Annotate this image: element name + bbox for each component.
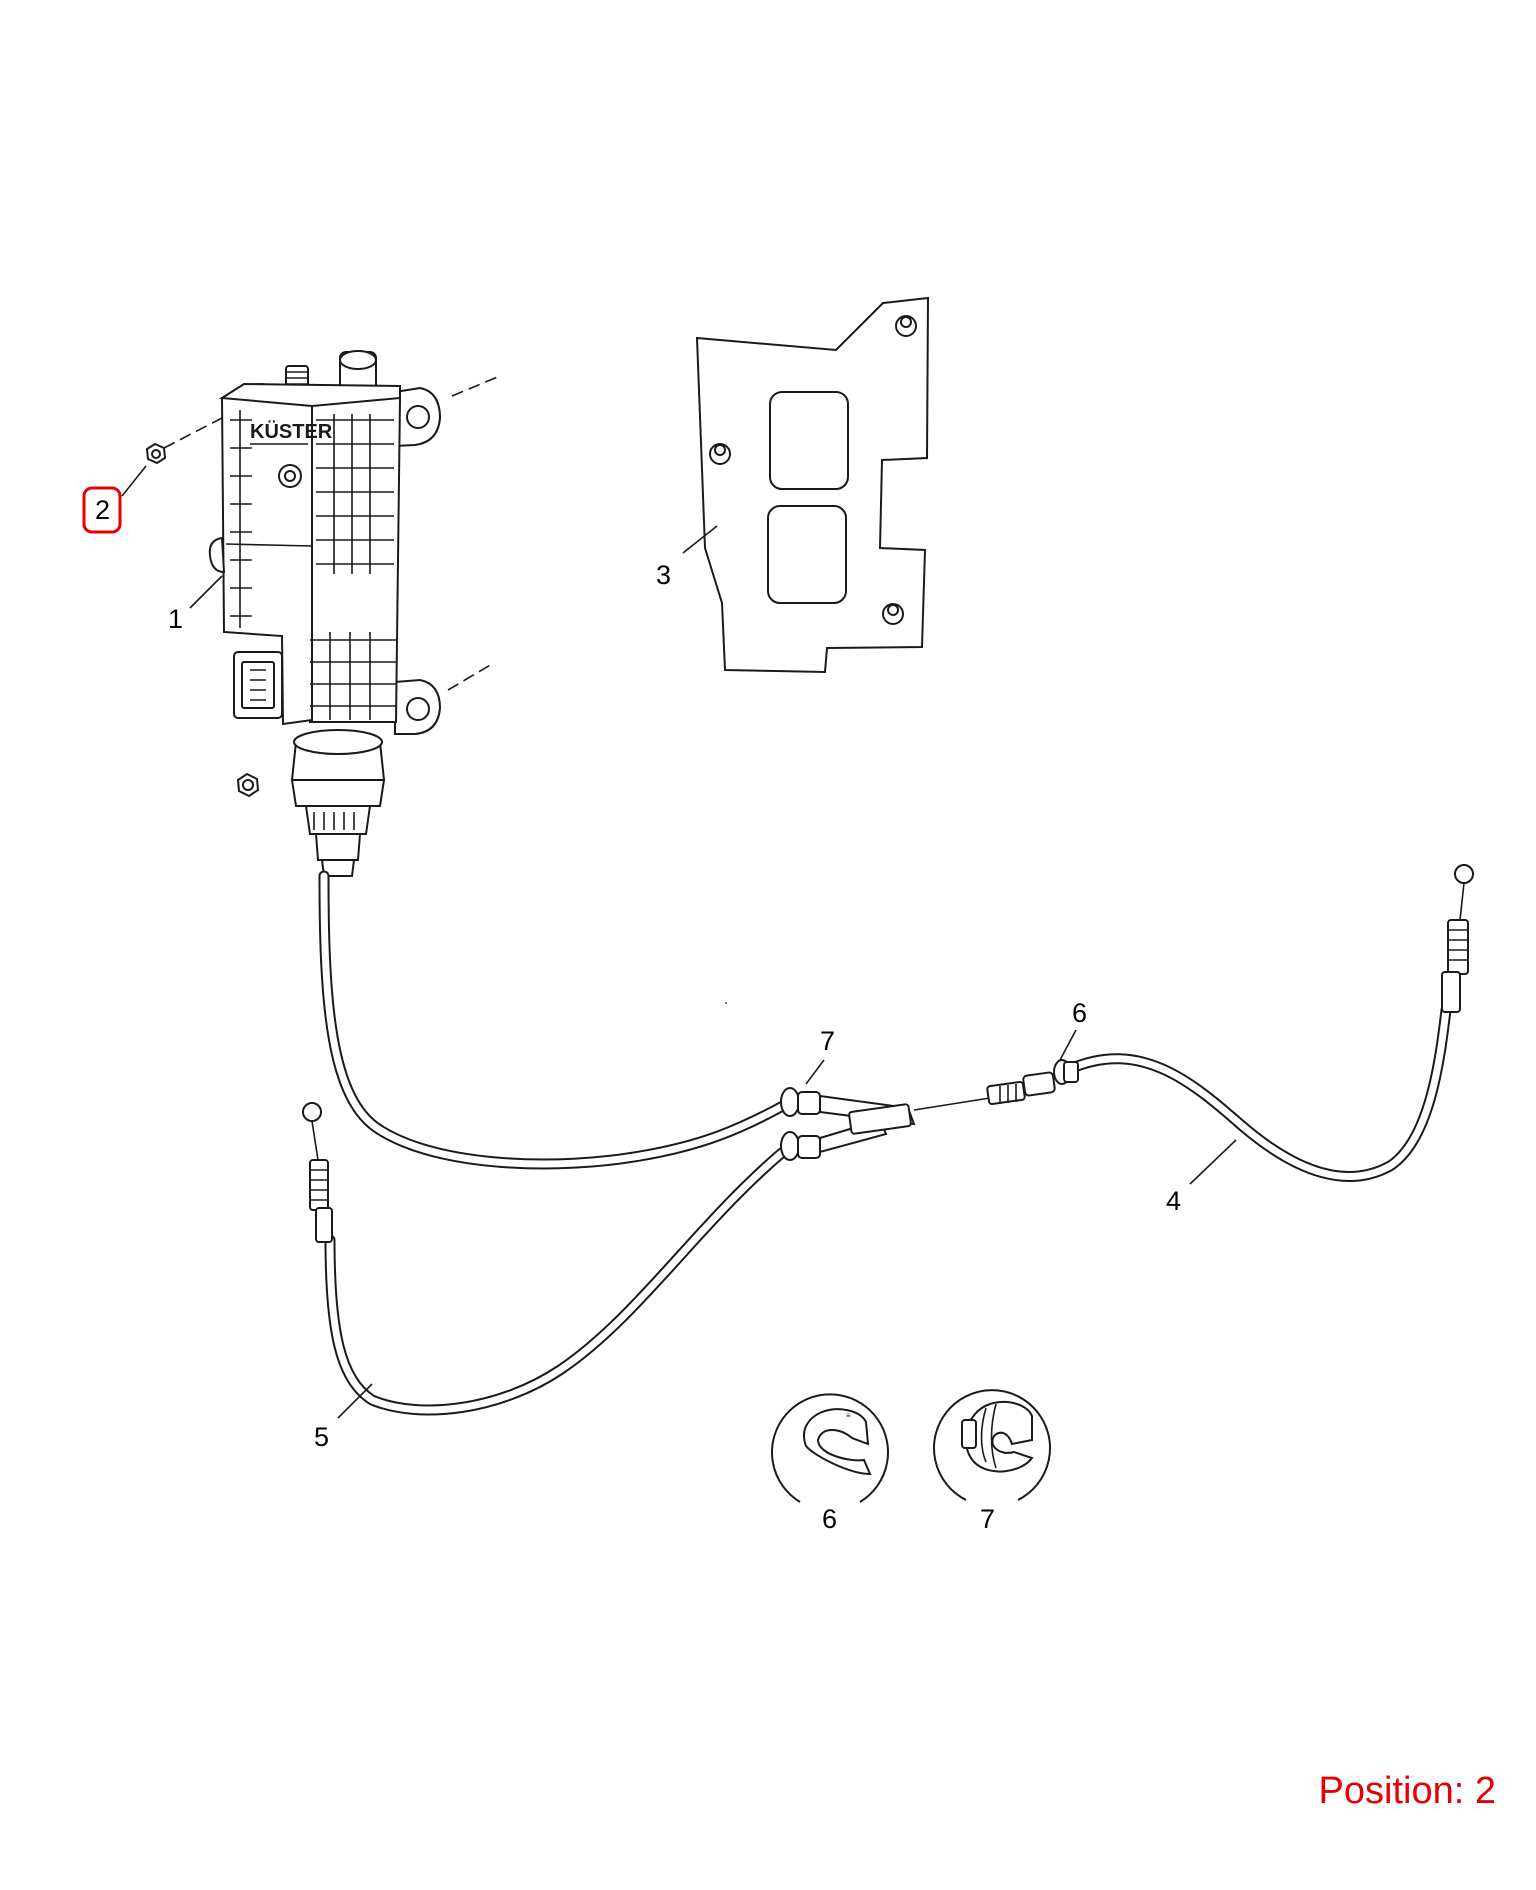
leader-line-2 [121,465,147,497]
callout-4[interactable]: 4 [1166,1186,1181,1216]
callout-2[interactable]: 2 [95,495,110,525]
leader-line-1 [189,575,223,609]
leader-line-5 [337,1383,373,1419]
leader-line-7 [805,1059,825,1085]
leader-line-3 [682,525,718,554]
callout-1[interactable]: 1 [168,604,183,634]
mounting-bracket-icon[interactable] [695,296,930,674]
speck [725,1002,727,1004]
highlight-box-2 [82,486,122,534]
parking-brake-actuator-icon[interactable]: KÜSTER [208,350,442,877]
callout-5[interactable]: 5 [314,1422,329,1452]
position-indicator: Position: 2 [1318,1770,1496,1812]
mounting-line [163,417,223,449]
callout-3[interactable]: 3 [656,560,671,590]
detail-callout-6[interactable]: 6 [822,1504,837,1534]
leader-line-4 [1189,1139,1237,1185]
callout-7[interactable]: 7 [820,1026,835,1056]
nut-icon[interactable] [145,442,167,465]
callout-6[interactable]: 6 [1072,998,1087,1028]
mounting-line [447,663,493,691]
mounting-line [451,375,501,397]
grommet-icon[interactable] [933,1389,1051,1501]
leader-line-6 [1059,1029,1077,1061]
retaining-clip-icon[interactable]: ≡ [771,1393,889,1503]
nut-icon[interactable] [236,772,260,798]
left-brake-cable[interactable] [302,1102,796,1416]
brand-label: KÜSTER [250,420,333,443]
detail-callout-7[interactable]: 7 [980,1504,995,1534]
cable-equalizer[interactable] [780,1059,1079,1161]
clip-marking: ≡ [846,1411,851,1420]
right-brake-cable[interactable] [1066,864,1474,1182]
actuator-cable[interactable] [318,870,796,1170]
